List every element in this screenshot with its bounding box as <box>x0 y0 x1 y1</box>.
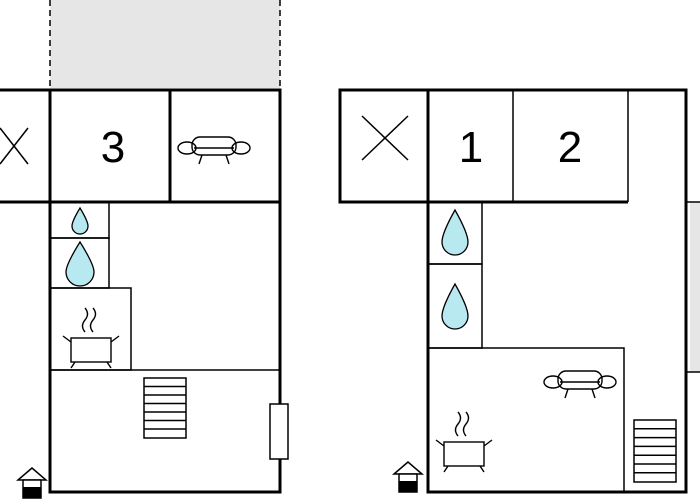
right-unit: 1 2 <box>338 88 700 494</box>
right-terrace-area <box>690 202 700 372</box>
right-cooking-pot-icon <box>435 411 493 473</box>
left-outer-wall <box>0 88 282 494</box>
left-unit: 3 <box>0 0 289 499</box>
left-cross-icon <box>0 127 29 165</box>
right-bedroom-1-label: 1 <box>459 123 483 172</box>
right-living-kitchen-room <box>428 347 625 492</box>
water-drop-icon <box>65 240 95 287</box>
right-staircase-icon <box>633 419 677 483</box>
right-cross-icon <box>361 115 409 161</box>
right-bedroom-2-label: 2 <box>558 123 582 172</box>
left-door-icon <box>269 403 289 460</box>
right-entrance-house-icon <box>393 461 423 493</box>
water-drop-icon <box>71 206 89 235</box>
water-drop-icon <box>441 282 469 330</box>
left-bedroom-label: 3 <box>101 123 125 172</box>
water-drop-icon <box>441 208 469 256</box>
left-terrace-dashed-border <box>49 0 281 88</box>
right-sofa-icon <box>543 370 617 399</box>
left-sofa-icon <box>177 136 251 165</box>
left-cooking-pot-icon <box>62 307 120 369</box>
left-entrance-house-icon <box>17 467 47 499</box>
left-staircase-icon <box>143 377 187 439</box>
left-terrace-area <box>50 0 280 88</box>
